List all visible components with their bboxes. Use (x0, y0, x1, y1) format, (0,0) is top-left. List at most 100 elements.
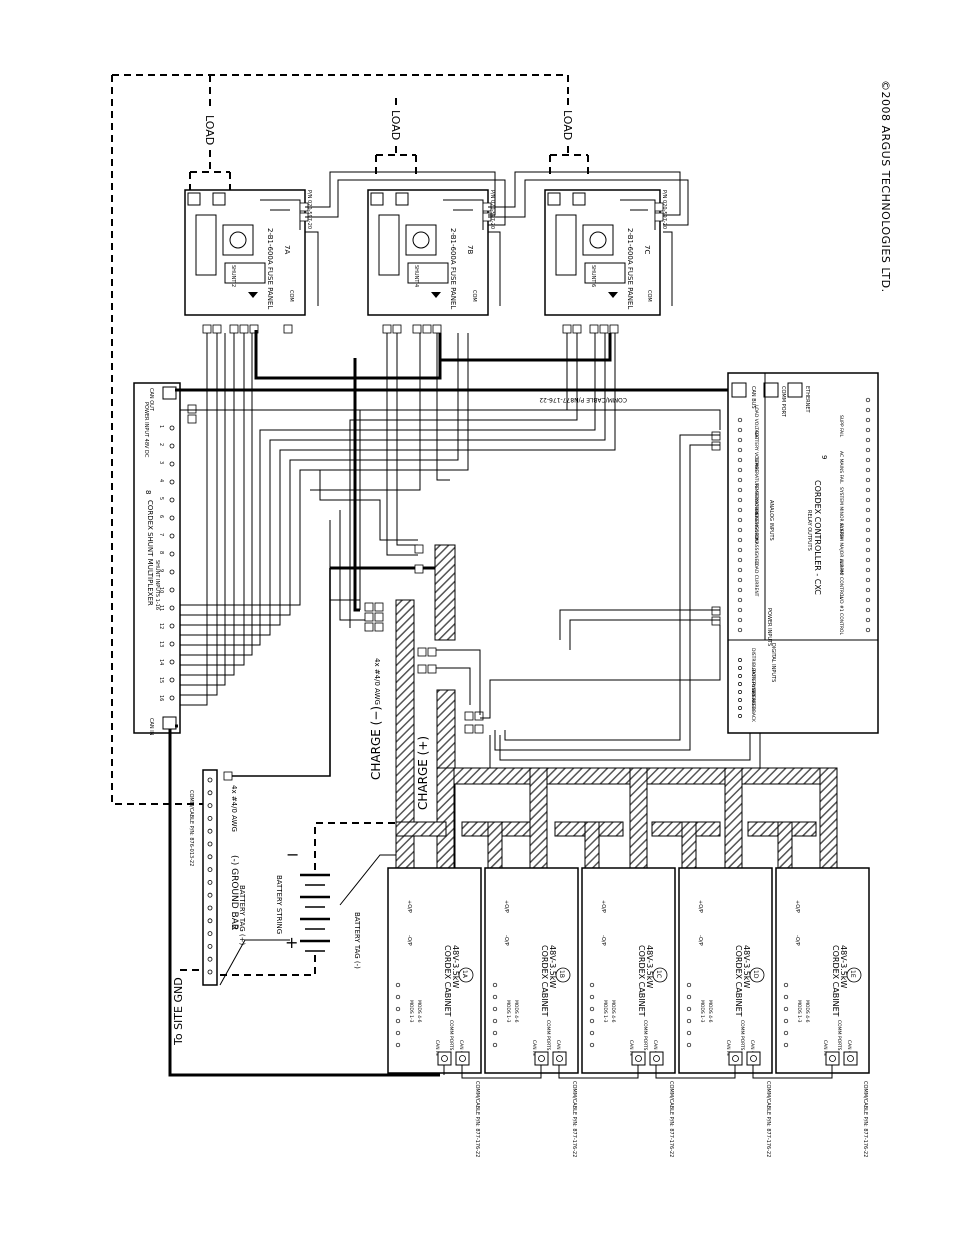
controller-terminal (737, 617, 743, 623)
can-out-port[interactable] (552, 1051, 567, 1066)
relay-terminal (865, 487, 871, 493)
cabinet-comm-ports: COMM PORTS (739, 1020, 745, 1051)
charge-negative-label: CHARGE (−) (369, 706, 383, 780)
fuse-panel-badge-7b: 7B (466, 245, 474, 254)
cabinet-can-in: CAN IN (434, 1040, 440, 1056)
digital-input-label: DISTRIBUTION FUSE/CB (750, 648, 756, 701)
digital-terminal (738, 698, 742, 702)
fuse-panel-7b: 2-B1-600A FUSE PANEL 7B P/N 020-597-20 S… (367, 189, 495, 316)
load-dashed-feeds: LOAD LOAD LOAD (111, 74, 589, 805)
battery-minus-sign: − (286, 845, 299, 864)
cabinet-slots-a: MODS 1-3 (408, 1000, 414, 1023)
cabinet-out-pos: +O/P (406, 900, 412, 913)
cable-awg-label-2: 4x #4/0 AWG (230, 785, 238, 832)
channel-terminal (169, 677, 175, 683)
cabinet-can-in: CAN IN (628, 1040, 634, 1056)
cabinet-terminal (589, 1006, 595, 1012)
can-out-port[interactable] (455, 1051, 470, 1066)
digital-terminal (738, 706, 742, 710)
cabinet-badge: 1D (752, 970, 759, 979)
fuse-panel-pn-7a: P/N 020-597-20 (306, 190, 312, 229)
controller-analog-inputs: ANALOG INPUTS (768, 500, 774, 541)
cabinet-cable-label: COMM/CABLE P/N: 877-176-22 (571, 1081, 577, 1157)
can-out-port[interactable] (649, 1051, 664, 1066)
cable-awg-label-1: 4x #4/0 AWG (373, 658, 381, 705)
cabinet-terminal (783, 1030, 789, 1036)
can-bus-port[interactable] (731, 382, 747, 398)
cabinet-cable-label: COMM/CABLE P/N: 877-176-22 (668, 1081, 674, 1157)
ethernet-port[interactable] (787, 382, 803, 398)
cabinet-slots-a: MODS 1-3 (699, 1000, 705, 1023)
cabinet-terminal (783, 994, 789, 1000)
relay-terminal (865, 397, 871, 403)
cabinet-terminal (686, 1042, 692, 1048)
controller-terminals (737, 397, 871, 718)
channel-terminal (169, 461, 175, 467)
fuse-panel-shunt-7b: SHUNT 4 (413, 265, 419, 287)
battery-tag-pos: BATTERY TAG (+) (238, 885, 246, 945)
relay-output-label: SYSTEM MINOR ALARM (838, 487, 844, 539)
can-in-port[interactable] (631, 1051, 646, 1066)
cabinet-terminal (589, 1018, 595, 1024)
cabinet-can-out: CAN OUT (652, 1040, 658, 1061)
ground-bar-hole (207, 956, 213, 962)
cabinet-badge-ring (458, 967, 474, 983)
shunt-channel-label: 7 (158, 533, 164, 536)
shunt-channel-label: 4 (158, 479, 164, 482)
ground-bar-hole (207, 867, 213, 872)
fuse-panel-badge-7c: 7C (643, 245, 651, 254)
can-out-port[interactable] (162, 386, 177, 400)
cabinet-spec: 48V-3.5kW (645, 945, 654, 988)
can-in-port[interactable] (728, 1051, 743, 1066)
port-icon (556, 1055, 563, 1062)
controller-power-inputs: POWER INPUTS (766, 608, 772, 646)
fuse-panel-com-7c: COM (646, 290, 652, 302)
relay-terminal (865, 427, 871, 433)
cabinet-title: CORDEX CABINET (734, 945, 743, 1017)
can-in-port[interactable] (437, 1051, 452, 1066)
fuse-panel-signal-loops (305, 171, 689, 306)
battery-cells-icon (300, 873, 330, 952)
relay-output-label: LVD #1 CONTROL (838, 595, 844, 636)
channel-terminal (169, 587, 175, 593)
relay-terminal (865, 537, 871, 543)
charge-positive-label: CHARGE (+) (416, 736, 430, 810)
cabinet-can-in: CAN IN (822, 1040, 828, 1056)
can-out-port[interactable] (746, 1051, 761, 1066)
can-in-port[interactable] (825, 1051, 840, 1066)
controller-terminal (737, 557, 743, 563)
relay-output-label: AC MAINS FAIL (838, 451, 844, 484)
digital-terminal (738, 658, 742, 662)
ground-bar-holes (207, 777, 213, 975)
digital-input-label: BATTERY BREAKER (750, 668, 756, 710)
channel-terminal (169, 497, 175, 503)
line-tags (187, 404, 761, 781)
cabinet-spec: 48V-3.5kW (548, 945, 557, 988)
port-icon (635, 1055, 642, 1062)
cabinet-can-in: CAN IN (531, 1040, 537, 1056)
relay-output-label: LVD #2 CONTROL (838, 559, 844, 600)
cabinet-title: CORDEX CABINET (637, 945, 646, 1017)
ground-bar-pn: COMM/CABLE P/N: 876-013-22 (188, 790, 194, 866)
relay-terminal (865, 557, 871, 563)
shunt-mux-badge: 8 (144, 490, 152, 494)
can-out-port[interactable] (843, 1051, 858, 1066)
cabinet-slots-a: MODS 1-3 (602, 1000, 608, 1023)
fuse-panel-7c: 2-B1-600A FUSE PANEL 7C P/N 020-597-20 S… (544, 189, 667, 316)
comm-port[interactable] (763, 382, 779, 398)
channel-terminal (169, 695, 175, 701)
digital-terminal (738, 666, 742, 670)
controller-terminal (737, 417, 743, 423)
digital-terminal (738, 690, 742, 694)
comm-cable-label: COMM/CABLE P/N877-176-22 (539, 396, 627, 403)
fuse-panel-title-7c: 2-B1-600A FUSE PANEL (626, 228, 634, 309)
can-in-port[interactable] (534, 1051, 549, 1066)
channel-terminal (169, 605, 175, 611)
controller-terminal (737, 537, 743, 543)
controller-ethernet: ETHERNET (804, 386, 810, 414)
controller-terminal (737, 607, 743, 613)
